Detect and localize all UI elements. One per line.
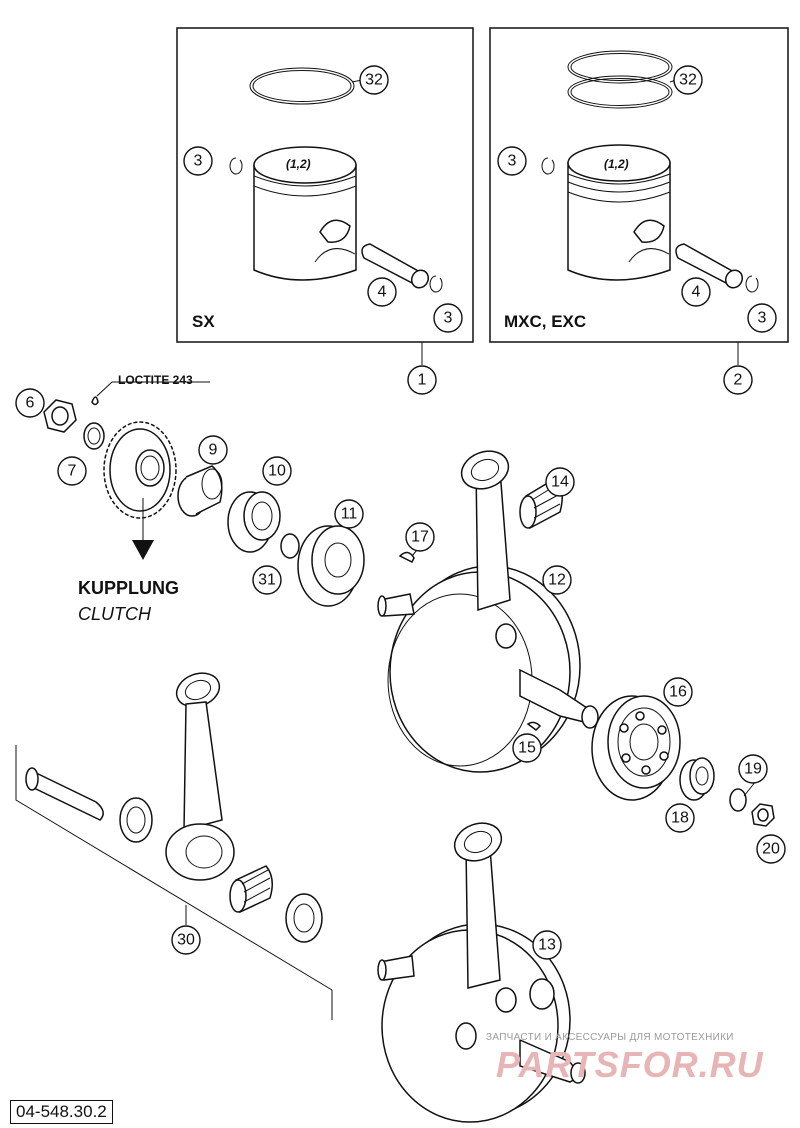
thrust-washer-left bbox=[119, 797, 153, 843]
svg-text:2: 2 bbox=[734, 372, 743, 389]
primary-gear bbox=[103, 421, 177, 519]
callout-10: 10 bbox=[262, 456, 292, 486]
callout-32-mxc: 32 bbox=[673, 65, 703, 95]
clutch-label: CLUTCH bbox=[78, 604, 152, 624]
crankshaft-assembly bbox=[377, 450, 599, 773]
wrist-pin-mxc bbox=[675, 243, 744, 289]
svg-text:7: 7 bbox=[68, 463, 77, 480]
svg-text:6: 6 bbox=[26, 395, 35, 412]
crank-pin bbox=[25, 767, 104, 821]
piston-marking-sx: (1,2) bbox=[286, 157, 311, 171]
svg-text:20: 20 bbox=[762, 841, 780, 858]
svg-text:3: 3 bbox=[444, 310, 453, 327]
svg-text:15: 15 bbox=[518, 740, 536, 757]
arrow-down-icon bbox=[132, 540, 154, 560]
callout-31: 31 bbox=[252, 565, 282, 595]
piston-marking-mxc: (1,2) bbox=[604, 157, 629, 171]
o-ring bbox=[280, 533, 300, 559]
svg-text:31: 31 bbox=[258, 572, 276, 589]
svg-text:12: 12 bbox=[548, 572, 566, 589]
svg-text:4: 4 bbox=[692, 284, 701, 301]
watermark-brand: PARTSFOR.RU bbox=[496, 1044, 764, 1085]
nut bbox=[43, 399, 77, 433]
svg-text:13: 13 bbox=[538, 937, 556, 954]
woodruff-key-right bbox=[526, 721, 542, 731]
svg-text:4: 4 bbox=[378, 284, 387, 301]
callout-13: 13 bbox=[532, 930, 562, 960]
svg-text:32: 32 bbox=[365, 72, 383, 89]
circlip-mxc-right bbox=[745, 275, 759, 293]
main-bearing-left bbox=[297, 525, 365, 607]
callout-15: 15 bbox=[512, 733, 542, 763]
circlip-sx-left bbox=[229, 157, 243, 175]
spacer-bushing bbox=[177, 465, 223, 517]
callout-7: 7 bbox=[57, 456, 87, 486]
callout-12: 12 bbox=[542, 565, 572, 595]
woodruff-key bbox=[398, 551, 415, 564]
piston-ring-sx bbox=[249, 67, 355, 105]
callout-32-sx: 32 bbox=[359, 65, 389, 95]
callout-3-mxc-left: 3 bbox=[497, 146, 527, 176]
kupplung-label: KUPPLUNG bbox=[78, 578, 180, 598]
shaft-seal-right bbox=[679, 757, 715, 801]
svg-text:3: 3 bbox=[194, 153, 203, 170]
callout-4-sx: 4 bbox=[367, 277, 397, 307]
svg-text:3: 3 bbox=[758, 310, 767, 327]
sx-piston-box bbox=[176, 27, 474, 343]
needle-bearing-conrod bbox=[229, 865, 273, 914]
lock-washer-right bbox=[729, 788, 747, 812]
main-bearing-right bbox=[591, 695, 681, 801]
callout-3-sx-left: 3 bbox=[183, 146, 213, 176]
sx-model-label: SX bbox=[192, 312, 215, 331]
circlip-mxc-left bbox=[541, 157, 555, 175]
svg-text:30: 30 bbox=[177, 932, 195, 949]
thrust-washer-right bbox=[285, 893, 323, 943]
svg-text:11: 11 bbox=[341, 506, 358, 523]
callout-18: 18 bbox=[665, 803, 695, 833]
callout-4-mxc: 4 bbox=[681, 277, 711, 307]
piston-rings-mxc bbox=[567, 50, 673, 109]
callout-6: 6 bbox=[15, 388, 45, 418]
svg-text:14: 14 bbox=[551, 474, 569, 491]
connecting-rod bbox=[165, 672, 235, 881]
diagram-part-number: 04-548.30.2 bbox=[10, 1100, 113, 1124]
mxc-exc-model-label: MXC, EXC bbox=[504, 312, 587, 331]
shaft-seal bbox=[227, 491, 281, 553]
callout-14: 14 bbox=[545, 467, 575, 497]
callout-30: 30 bbox=[171, 925, 201, 955]
callout-20: 20 bbox=[756, 834, 786, 864]
conrod-kit-bracket bbox=[15, 745, 333, 1020]
nut-right bbox=[751, 803, 775, 827]
svg-text:9: 9 bbox=[209, 442, 218, 459]
lock-washer bbox=[83, 422, 105, 450]
piston-mxc bbox=[567, 144, 671, 281]
callout-19: 19 bbox=[738, 754, 768, 784]
callout-3-mxc-right: 3 bbox=[747, 303, 777, 333]
svg-text:32: 32 bbox=[679, 72, 697, 89]
loctite-note: LOCTITE 243 bbox=[118, 373, 193, 387]
callout-3-sx-right: 3 bbox=[433, 303, 463, 333]
svg-text:19: 19 bbox=[744, 761, 762, 778]
svg-text:3: 3 bbox=[508, 153, 517, 170]
callout-17: 17 bbox=[405, 522, 435, 552]
wrist-pin-sx bbox=[361, 243, 430, 289]
svg-text:18: 18 bbox=[671, 810, 689, 827]
callout-1: 1 bbox=[407, 365, 437, 395]
svg-text:16: 16 bbox=[669, 684, 687, 701]
watermark-tagline: ЗАПЧАСТИ И АКСЕССУАРЫ ДЛЯ МОТОТЕХНИКИ bbox=[486, 1032, 734, 1043]
loctite-drop-icon bbox=[91, 396, 99, 406]
piston-sx bbox=[253, 146, 357, 281]
callout-16: 16 bbox=[663, 677, 693, 707]
svg-text:1: 1 bbox=[418, 372, 427, 389]
crankshaft-complete bbox=[377, 822, 586, 1123]
circlip-sx-right bbox=[429, 275, 443, 293]
callout-2: 2 bbox=[723, 365, 753, 395]
callout-11: 11 bbox=[334, 499, 364, 529]
svg-text:17: 17 bbox=[411, 529, 429, 546]
svg-text:10: 10 bbox=[268, 463, 286, 480]
mxc-exc-piston-box bbox=[489, 27, 789, 343]
callout-9: 9 bbox=[198, 435, 228, 465]
